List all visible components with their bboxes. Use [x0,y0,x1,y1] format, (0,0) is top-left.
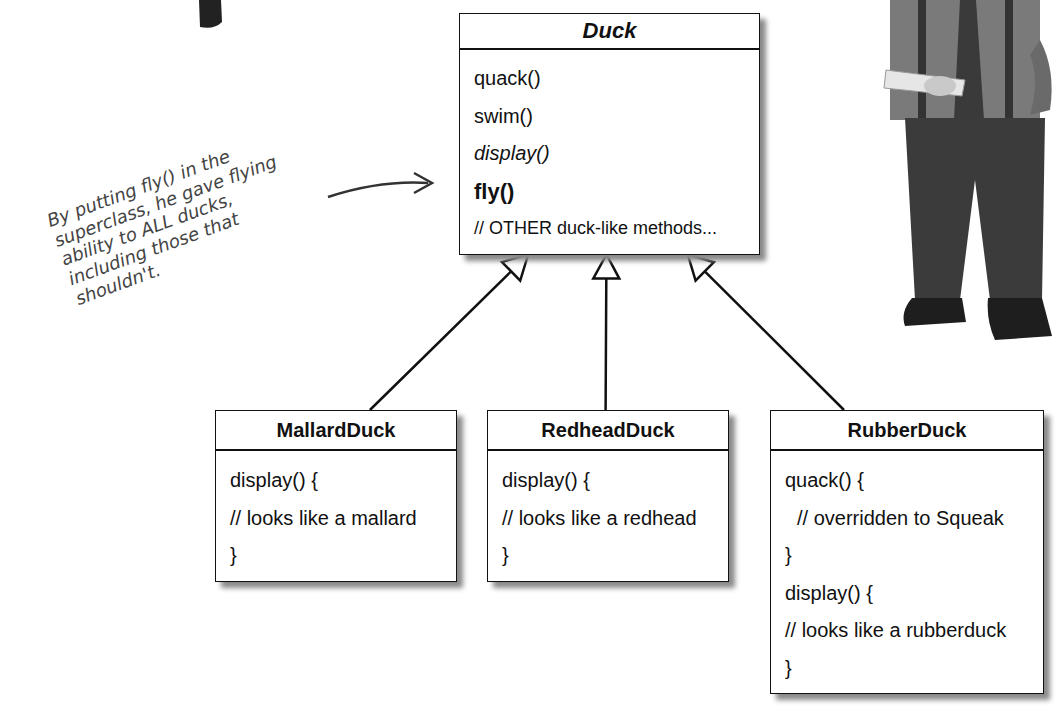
subclass-box: RedheadDuck display() {// looks like a re… [487,410,729,582]
inheritance-arrow [370,255,528,411]
class-name: RubberDuck [771,411,1043,451]
inheritance-arrow [593,255,619,411]
method-line: // looks like a mallard [230,500,442,538]
shoe-figure [199,0,222,28]
note-arrow [328,173,432,197]
inheritance-arrow [688,255,844,411]
subclass-box: RubberDuck quack() {// overridden to Sque… [770,410,1044,694]
method-line: // looks like a redhead [502,500,714,538]
method-line: display() [474,135,745,173]
method-line: // overridden to Squeak [785,500,1029,538]
method-line: fly() [474,173,745,211]
superclass-box: Duck quack()swim()display()fly()// OTHER … [459,13,760,255]
method-line: quack() { [785,462,1029,500]
method-line: // OTHER duck-like methods... [474,210,745,248]
class-name: Duck [460,14,759,50]
class-name: MallardDuck [216,411,456,451]
method-line: display() { [785,575,1029,613]
method-line: quack() [474,60,745,98]
method-line: } [502,537,714,575]
subclass-box: MallardDuck display() {// looks like a ma… [215,410,457,582]
method-line: } [785,537,1029,575]
method-line: } [785,650,1029,688]
method-line: } [230,537,442,575]
method-line: // looks like a rubberduck [785,612,1029,650]
method-line: swim() [474,98,745,136]
man-figure [884,0,1052,340]
method-line: display() { [230,462,442,500]
handwritten-note: By putting fly() in the superclass, he g… [45,130,306,309]
method-line: display() { [502,462,714,500]
class-name: RedheadDuck [488,411,728,451]
